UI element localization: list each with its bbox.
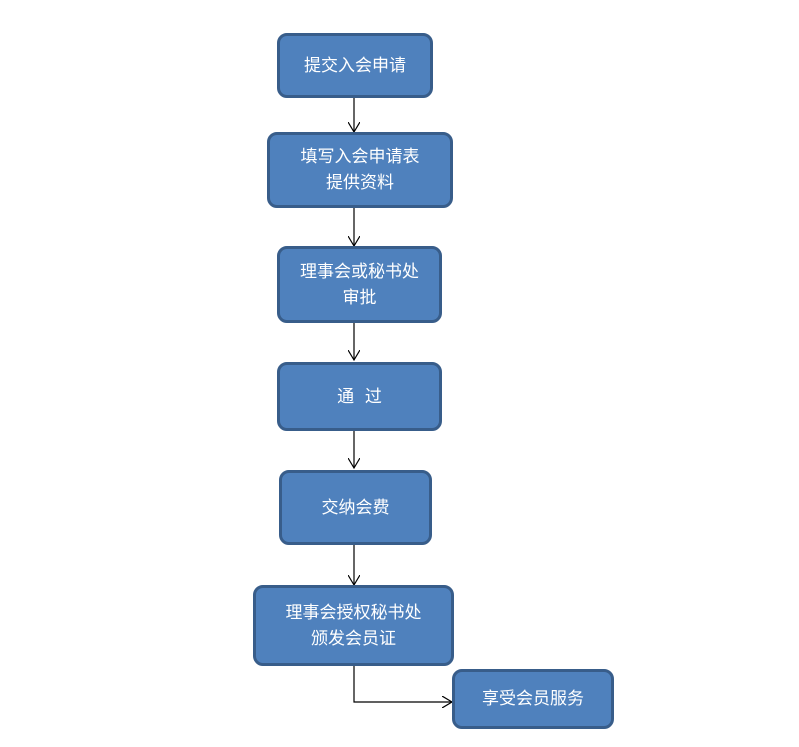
node-label: 提交入会申请 xyxy=(304,55,406,76)
node-label: 通 过 xyxy=(337,386,382,407)
node-submit-application: 提交入会申请 xyxy=(277,33,433,98)
node-label-line-1: 理事会或秘书处 xyxy=(300,261,419,282)
node-member-services: 享受会员服务 xyxy=(452,669,614,729)
node-label-line-1: 理事会授权秘书处 xyxy=(285,602,422,623)
arrow-6 xyxy=(353,665,452,702)
node-board-approval: 理事会或秘书处 审批 xyxy=(277,246,442,323)
node-fill-form: 填写入会申请表 提供资料 xyxy=(267,132,453,208)
node-label-line-1: 填写入会申请表 xyxy=(300,147,420,167)
node-label-line-2: 颁发会员证 xyxy=(311,628,396,649)
node-approved: 通 过 xyxy=(277,362,442,431)
node-label: 交纳会费 xyxy=(321,497,390,518)
node-label: 享受会员服务 xyxy=(482,689,584,709)
node-label-line-2: 审批 xyxy=(342,287,377,308)
node-pay-fee: 交纳会费 xyxy=(279,470,432,545)
node-label-line-2: 提供资料 xyxy=(326,173,394,193)
node-issue-certificate: 理事会授权秘书处 颁发会员证 xyxy=(253,585,454,666)
